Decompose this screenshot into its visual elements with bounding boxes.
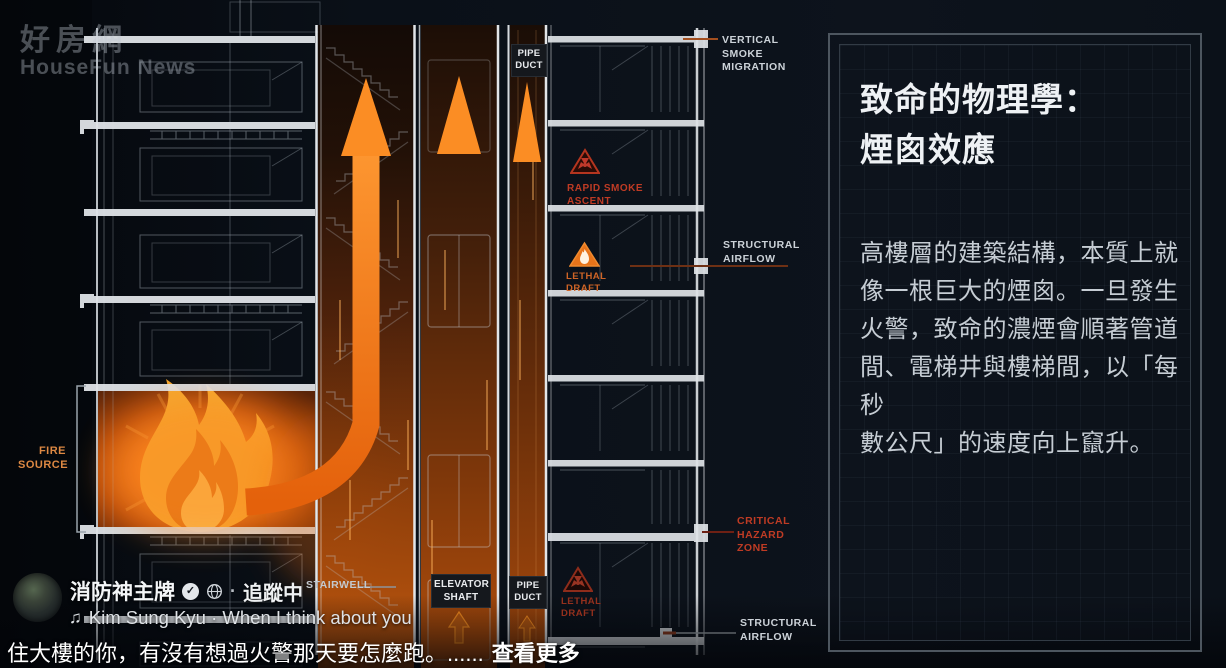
pipe-duct-bottom-label: PIPE DUCT	[509, 576, 547, 609]
caption-text: 住大樓的你，有沒有想過火警那天要怎麼跑。......	[7, 641, 484, 666]
globe-icon	[207, 583, 222, 599]
flame-warning-icon	[569, 241, 600, 267]
left-building	[80, 0, 321, 667]
author-row: 消防神主牌 ✓ · 追蹤中	[70, 576, 303, 606]
panel-title: 致命的物理學： 煙囪效應	[860, 81, 1098, 168]
info-panel-grid: 致命的物理學： 煙囪效應 高樓層的建築結構，本質上就 像一根巨大的煙囪。一旦發生…	[839, 44, 1191, 641]
panel-body: 高樓層的建築結構，本質上就 像一根巨大的煙囪。一旦發生 火警，致命的濃煙會順著管…	[860, 240, 1179, 457]
radiation-warning-icon-bottom	[563, 566, 593, 592]
critical-hazard-zone-label: CRITICAL HAZARD ZONE	[737, 515, 790, 555]
right-building	[548, 28, 708, 655]
watermark: 好房網 HouseFun News	[20, 24, 197, 79]
structural-airflow-bottom-label: STRUCTURAL AIRFLOW	[740, 617, 817, 643]
separator-dot: ·	[230, 580, 236, 601]
structural-airflow-top-label: STRUCTURAL AIRFLOW	[723, 239, 800, 265]
elevator-shaft-label: ELEVATOR SHAFT	[431, 574, 491, 608]
see-more-link[interactable]: 查看更多	[491, 641, 580, 666]
pipe-duct-top-label: PIPE DUCT	[511, 44, 547, 77]
music-note-icon: ♫	[69, 608, 82, 627]
avatar[interactable]	[13, 573, 62, 622]
caption-row: 住大樓的你，有沒有想過火警那天要怎麼跑。...... 查看更多	[7, 636, 580, 668]
following-button[interactable]: 追蹤中	[243, 582, 303, 605]
lethal-draft-top-label: LETHAL DRAFT	[566, 271, 607, 295]
author-name[interactable]: 消防神主牌	[70, 581, 175, 604]
verified-badge-icon: ✓	[182, 582, 199, 600]
stairwell-label: STAIRWELL	[306, 579, 371, 591]
vertical-smoke-migration-label: VERTICAL SMOKE MIGRATION	[722, 34, 786, 74]
lethal-draft-bottom-label: LETHAL DRAFT	[561, 596, 602, 620]
watermark-brand: 好房網	[20, 24, 128, 57]
radiation-warning-icon	[570, 148, 600, 174]
fire-source-label: FIRE SOURCE	[18, 445, 69, 472]
watermark-subbrand: HouseFun News	[20, 56, 197, 79]
rapid-smoke-ascent-label: RAPID SMOKE ASCENT	[567, 183, 644, 207]
music-title[interactable]: Kim Sung Kyu · When I think about you	[88, 607, 412, 628]
info-panel: 致命的物理學： 煙囪效應 高樓層的建築結構，本質上就 像一根巨大的煙囪。一旦發生…	[828, 33, 1202, 652]
music-row[interactable]: ♫ Kim Sung Kyu · When I think about you	[69, 607, 412, 629]
